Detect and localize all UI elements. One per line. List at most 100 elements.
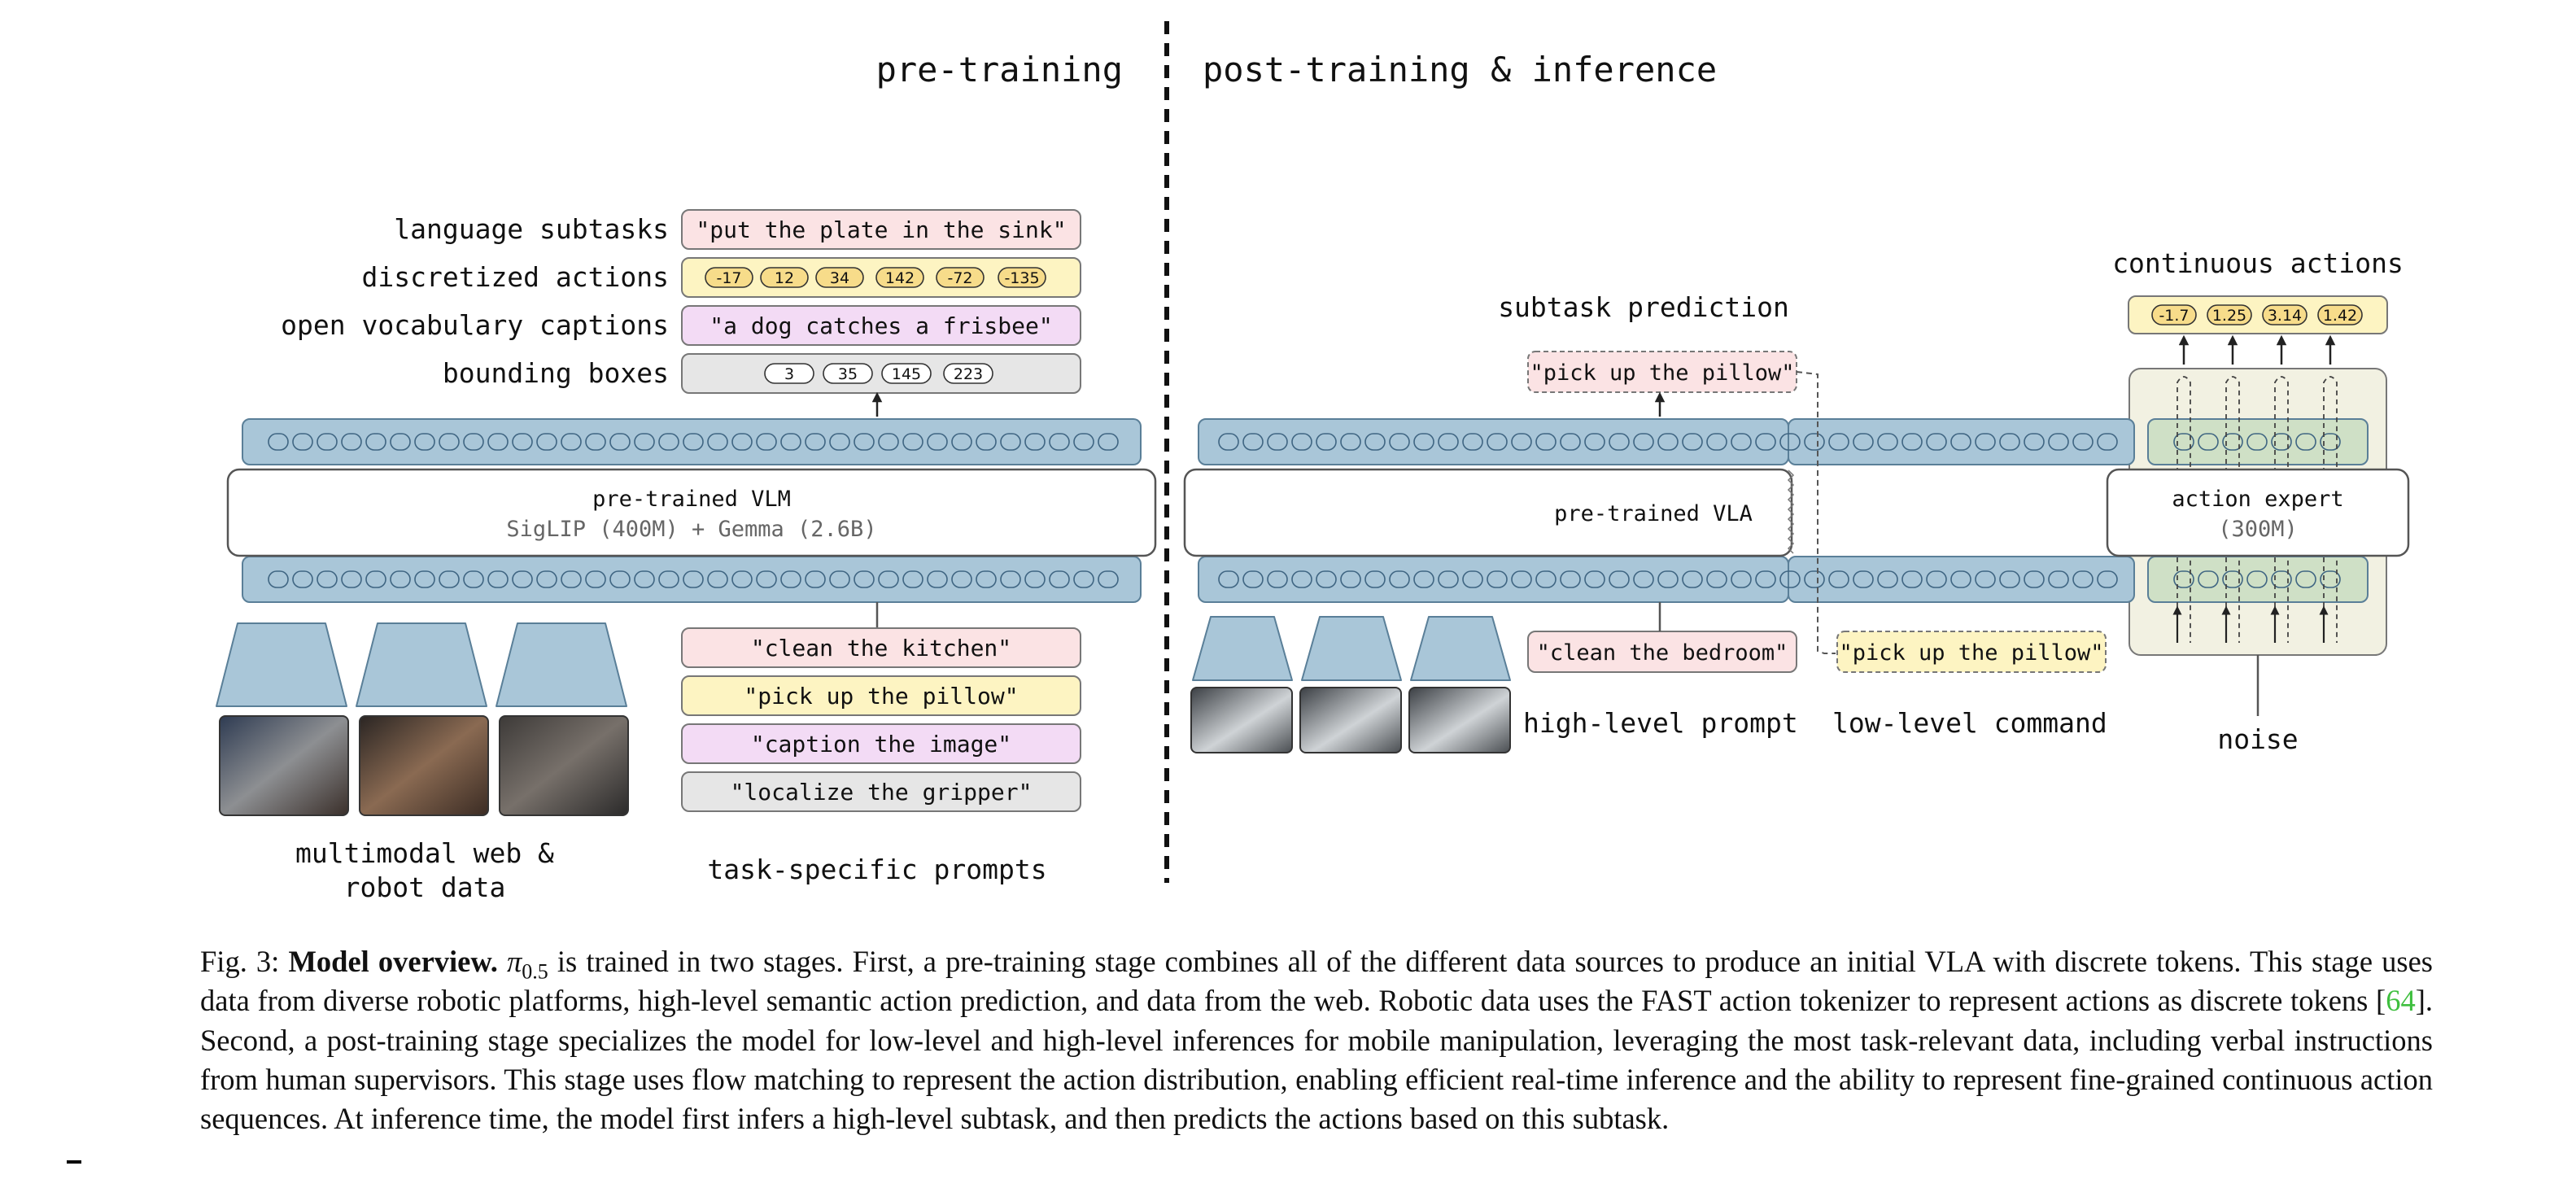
- vla-token: [2097, 433, 2118, 451]
- vlm-token: [1098, 570, 1119, 588]
- vlm-token: [707, 570, 728, 588]
- action-token-value: -72: [947, 269, 972, 287]
- action-token-pill: [936, 267, 985, 288]
- vla-token: [1511, 433, 1532, 451]
- vlm-token: [463, 570, 484, 588]
- vla-token: [1560, 433, 1581, 451]
- vla-token: [1560, 570, 1581, 588]
- vlm-token: [902, 433, 923, 451]
- vlm-token: [463, 433, 484, 451]
- data-label-line-1: multimodal web &: [295, 837, 554, 869]
- expert-top-token-bar: [2147, 418, 2369, 465]
- vla-token: [2048, 570, 2069, 588]
- vlm-token: [707, 433, 728, 451]
- vla-token: [1657, 570, 1679, 588]
- vlm-subtitle: SigLIP (400M) + Gemma (2.6B): [506, 517, 876, 542]
- low-level-command-box: [1836, 631, 2107, 673]
- continuous-token-value: 1.25: [2212, 307, 2246, 325]
- continuous-actions-box: [2128, 295, 2388, 334]
- vla-token: [1462, 570, 1483, 588]
- high-level-prompt-label: high-level prompt: [1523, 707, 1798, 739]
- vlm-token: [1049, 570, 1070, 588]
- vlm-token: [585, 433, 606, 451]
- vlm-token: [756, 433, 777, 451]
- prompt-box-clean-kitchen: [681, 627, 1081, 668]
- continuous-token-pill: [2317, 304, 2363, 325]
- vla-image-encoder-1: [1192, 616, 1293, 681]
- vla-token: [1828, 433, 1849, 451]
- figure-caption: Fig. 3: Model overview. π0.5 is trained …: [200, 942, 2433, 1138]
- continuous-token-value: -1.7: [2159, 307, 2189, 325]
- vla-token: [1462, 433, 1483, 451]
- vla-token: [1535, 433, 1557, 451]
- vlm-token: [512, 433, 533, 451]
- vla-token: [1755, 433, 1776, 451]
- caption-part-2: ]. Second, a post-training stage special…: [200, 984, 2433, 1136]
- label-open-vocabulary-captions: open vocabulary captions: [281, 309, 669, 341]
- expert-token: [2198, 433, 2219, 451]
- prompt-box-pick-pillow: [681, 675, 1081, 716]
- vlm-token: [756, 570, 777, 588]
- vlm-token: [658, 570, 679, 588]
- subtask-feedback-line: [1796, 371, 1836, 654]
- robot-image-2: [359, 715, 489, 816]
- expert-token-pills: [2173, 433, 2341, 588]
- vlm-token: [1073, 570, 1094, 588]
- caption-citation[interactable]: 64: [2386, 984, 2416, 1018]
- vla-token: [2048, 433, 2069, 451]
- expert-token: [2246, 433, 2268, 451]
- flow-loop: [2274, 376, 2289, 643]
- subtask-feedback-squiggle: [1787, 469, 1795, 554]
- vla-image-encoder-3: [1410, 616, 1511, 681]
- vlm-token: [683, 570, 704, 588]
- expert-output-arrows: [2178, 334, 2336, 365]
- vlm-token: [487, 433, 509, 451]
- expert-token: [2271, 433, 2292, 451]
- posttraining-heading: post-training & inference: [1203, 50, 1717, 90]
- vla-token-pills: [1218, 433, 2118, 588]
- vlm-token: [780, 433, 801, 451]
- continuous-actions-label: continuous actions: [2112, 247, 2404, 279]
- vlm-token: [902, 570, 923, 588]
- camera-image-2: [1299, 687, 1402, 753]
- vlm-token: [439, 433, 460, 451]
- vlm-token: [658, 433, 679, 451]
- action-expert-box: [2106, 468, 2410, 557]
- vla-token: [1950, 433, 1971, 451]
- vlm-token: [292, 433, 313, 451]
- prompts-label: task-specific prompts: [707, 854, 1046, 885]
- image-encoder-2: [356, 622, 487, 707]
- continuous-token-pill: [2262, 304, 2307, 325]
- vlm-token: [487, 570, 509, 588]
- bbox-token-pill: [764, 363, 814, 384]
- vlm-token: [829, 433, 850, 451]
- vlm-token: [1098, 433, 1119, 451]
- vla-token: [1657, 433, 1679, 451]
- expert-token: [2295, 433, 2316, 451]
- vla-token: [1731, 570, 1752, 588]
- action-token-pill: [705, 267, 753, 288]
- vla-token: [1975, 433, 1996, 451]
- vla-token: [1828, 570, 1849, 588]
- vlm-token: [878, 570, 899, 588]
- vla-token: [1413, 570, 1434, 588]
- vla-title: pre-trained VLA: [1554, 501, 1753, 526]
- bbox-token-pill: [943, 363, 993, 384]
- vlm-token: [1024, 433, 1046, 451]
- vlm-token: [609, 433, 631, 451]
- action-token-value: -135: [1004, 269, 1039, 287]
- robot-image-3: [499, 715, 629, 816]
- flow-loop: [2225, 376, 2240, 643]
- vlm-token-pills: [268, 433, 1119, 588]
- vla-token: [1340, 433, 1361, 451]
- vlm-token: [317, 570, 338, 588]
- vla-token: [1291, 570, 1312, 588]
- vla-token: [1487, 433, 1508, 451]
- vla-token: [1804, 570, 1825, 588]
- vlm-bottom-token-bar: [242, 556, 1142, 603]
- vla-token: [1438, 433, 1459, 451]
- vlm-token: [634, 433, 655, 451]
- vla-token: [1706, 433, 1727, 451]
- caption-output-box: [681, 305, 1081, 346]
